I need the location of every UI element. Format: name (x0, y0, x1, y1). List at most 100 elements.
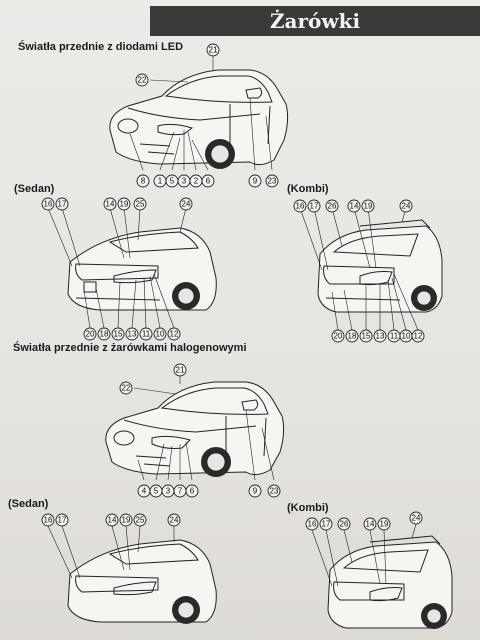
svg-text:9: 9 (253, 487, 258, 496)
led-kombi-label: (Kombi) (287, 183, 329, 195)
led-kombi-rear-diagram: 16 17 26 14 19 24 20 18 15 13 11 10 12 (293, 199, 443, 343)
callout: 2 (189, 174, 203, 188)
svg-text:2: 2 (194, 177, 199, 186)
svg-text:19: 19 (120, 200, 129, 209)
callout: 24 (399, 199, 413, 213)
svg-text:26: 26 (340, 520, 349, 529)
svg-text:17: 17 (58, 516, 67, 525)
callout: 12 (411, 329, 425, 343)
svg-text:17: 17 (310, 202, 319, 211)
svg-text:15: 15 (114, 330, 123, 339)
callout: 23 (265, 174, 279, 188)
svg-text:16: 16 (44, 516, 53, 525)
svg-text:24: 24 (170, 516, 179, 525)
svg-text:11: 11 (390, 332, 399, 341)
callout: 16 (305, 517, 319, 531)
svg-text:3: 3 (166, 487, 171, 496)
callout: 8 (136, 174, 150, 188)
callout: 16 (41, 513, 55, 527)
svg-text:14: 14 (350, 202, 359, 211)
callout: 17 (307, 199, 321, 213)
callout: 14 (347, 199, 361, 213)
callout: 19 (117, 197, 131, 211)
callout: 3 (177, 174, 191, 188)
callout: 13 (373, 329, 387, 343)
callout: 21 (206, 43, 220, 57)
callout: 9 (248, 484, 262, 498)
callout: 23 (267, 484, 281, 498)
svg-text:4: 4 (142, 487, 147, 496)
callout: 16 (293, 199, 307, 213)
callout: 5 (165, 174, 179, 188)
svg-text:14: 14 (366, 520, 375, 529)
callout: 10 (153, 327, 167, 341)
svg-text:6: 6 (206, 177, 211, 186)
svg-text:10: 10 (402, 332, 411, 341)
page-title-bar: Żarówki (150, 6, 480, 36)
callout: 26 (337, 517, 351, 531)
callout: 20 (83, 327, 97, 341)
svg-text:5: 5 (170, 177, 175, 186)
svg-text:25: 25 (136, 200, 145, 209)
halogen-kombi-label: (Kombi) (287, 502, 329, 514)
callout: 26 (325, 199, 339, 213)
svg-text:14: 14 (108, 516, 117, 525)
callout: 15 (359, 329, 373, 343)
halogen-sedan-label: (Sedan) (8, 498, 49, 510)
svg-text:3: 3 (182, 177, 187, 186)
svg-text:25: 25 (136, 516, 145, 525)
callout: 6 (201, 174, 215, 188)
callout: 16 (41, 197, 55, 211)
svg-text:18: 18 (348, 332, 357, 341)
svg-text:17: 17 (322, 520, 331, 529)
led-front-car-diagram: 21 22 8 1 5 3 2 6 9 23 (109, 43, 289, 188)
svg-text:7: 7 (178, 487, 183, 496)
svg-text:13: 13 (376, 332, 385, 341)
svg-text:24: 24 (182, 200, 191, 209)
callout: 11 (387, 329, 401, 343)
callout: 14 (363, 517, 377, 531)
front-car-illustration (105, 381, 285, 477)
callout: 11 (139, 327, 153, 341)
callout: 17 (319, 517, 333, 531)
svg-text:8: 8 (141, 177, 146, 186)
callout: 17 (55, 513, 69, 527)
svg-text:21: 21 (176, 366, 185, 375)
svg-text:24: 24 (402, 202, 411, 211)
sedan-rear-illustration (67, 539, 217, 624)
svg-text:18: 18 (100, 330, 109, 339)
svg-text:21: 21 (209, 46, 218, 55)
svg-text:23: 23 (268, 177, 277, 186)
sedan-rear-illustration (67, 227, 217, 311)
svg-text:22: 22 (138, 76, 147, 85)
callout: 4 (137, 484, 151, 498)
callout: 13 (125, 327, 139, 341)
svg-text:19: 19 (364, 202, 373, 211)
svg-text:9: 9 (253, 177, 258, 186)
svg-text:12: 12 (414, 332, 423, 341)
halogen-sedan-rear-diagram: 16 17 14 19 25 24 (41, 513, 217, 624)
svg-text:12: 12 (170, 330, 179, 339)
led-sedan-label: (Sedan) (14, 183, 55, 195)
svg-text:5: 5 (154, 487, 159, 496)
callout: 14 (105, 513, 119, 527)
svg-text:16: 16 (44, 200, 53, 209)
svg-text:10: 10 (156, 330, 165, 339)
svg-text:14: 14 (106, 200, 115, 209)
callout: 19 (119, 513, 133, 527)
callout: 3 (161, 484, 175, 498)
svg-text:15: 15 (362, 332, 371, 341)
callout: 9 (248, 174, 262, 188)
svg-text:19: 19 (122, 516, 131, 525)
svg-text:24: 24 (412, 514, 421, 523)
callout: 18 (97, 327, 111, 341)
svg-text:6: 6 (190, 487, 195, 496)
kombi-rear-illustration (317, 219, 443, 313)
callout: 22 (135, 73, 149, 87)
callout: 7 (173, 484, 187, 498)
halogen-section-heading: Światła przednie z żarówkami halogenowym… (13, 342, 247, 354)
svg-text:19: 19 (380, 520, 389, 529)
front-car-illustration (109, 69, 289, 169)
svg-text:11: 11 (142, 330, 151, 339)
halogen-front-car-diagram: 21 22 4 5 3 7 6 9 23 (105, 363, 285, 498)
